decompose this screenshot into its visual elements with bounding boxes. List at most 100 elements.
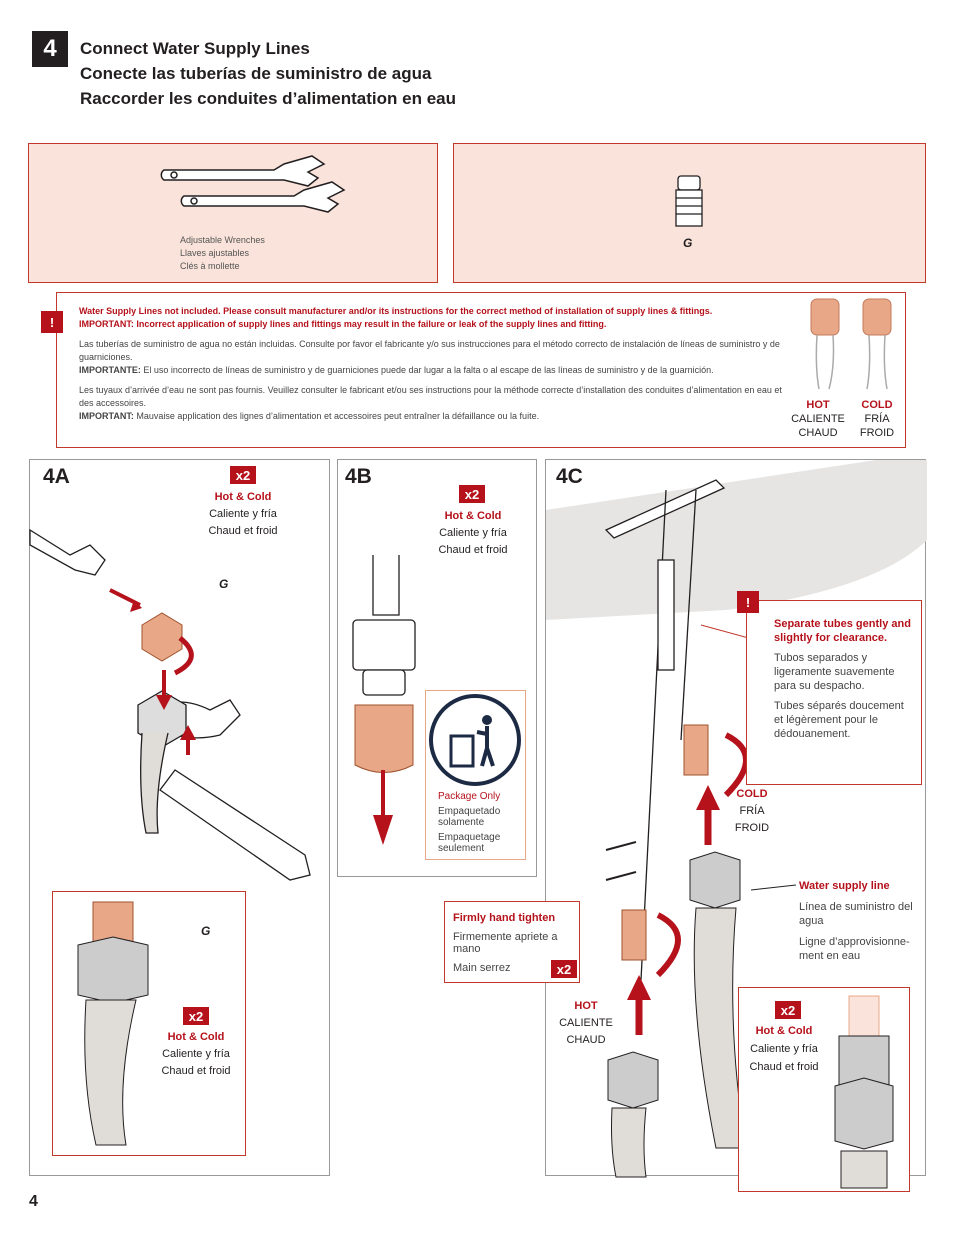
- separate-es: Tubos separados y ligeramente suavemente…: [774, 652, 895, 692]
- adapter-fitting-icon: [675, 175, 703, 227]
- step-4a-label: 4A: [43, 465, 70, 488]
- cold-fr: FROID: [734, 822, 770, 834]
- supply-es: Línea de suministro del agua: [799, 901, 913, 927]
- step-4b-illustration: [352, 555, 416, 845]
- cold-label: COLD FRÍA FROID: [722, 786, 782, 837]
- detail-qty-badge: x2: [183, 1007, 209, 1025]
- hot-fr: CHAUD: [798, 427, 838, 439]
- warning-panel: ! Water Supply Lines not included. Pleas…: [41, 292, 907, 448]
- detail-hot-cold-es: Caliente y fría: [162, 1048, 230, 1060]
- hot-es: CALIENTE: [559, 1017, 613, 1029]
- caution-icon: !: [737, 591, 759, 613]
- detail-hot-cold-fr: Chaud et froid: [161, 1065, 231, 1077]
- tools-panel: Adjustable Wrenches Llaves ajustables Cl…: [28, 143, 438, 283]
- separate-tubes-callout: ! Separate tubes gently and slightly for…: [737, 591, 922, 785]
- package-fr: Empaquetage seulement: [438, 832, 501, 854]
- title-en: Connect Water Supply Lines: [80, 39, 310, 58]
- supply-line-label: Water supply line Línea de suministro de…: [799, 879, 919, 963]
- g-label: G: [219, 577, 229, 591]
- hot-label: HOT CALIENTE CHAUD: [554, 998, 618, 1049]
- detail-hot-cold: Hot & Cold Caliente y fría Chaud et froi…: [151, 1029, 241, 1080]
- package-label: Package Only Empaquetado solamente Empaq…: [438, 791, 513, 854]
- supply-en: Water supply line: [799, 880, 890, 892]
- detail-hot-cold-en: Hot & Cold: [167, 1031, 225, 1043]
- hot-supply-line-icon: [810, 298, 840, 390]
- detail-hot-cold-es: Caliente y fría: [750, 1043, 818, 1055]
- part-g-label: G: [683, 236, 693, 250]
- cold-en: COLD: [861, 399, 893, 411]
- hot-cold-en: Hot & Cold: [214, 491, 272, 503]
- detail-hot-cold-fr: Chaud et froid: [749, 1061, 819, 1073]
- step-4c-box: 4C ! Separate tubes gently and slightly …: [545, 459, 927, 1192]
- hot-cold-label: Hot & Cold Caliente y fría Chaud et froi…: [423, 508, 523, 559]
- hot-cold-en: Hot & Cold: [444, 510, 502, 522]
- warning-es: Las tuberías de suministro de agua no es…: [79, 339, 780, 362]
- wrench-icon: [160, 155, 346, 213]
- step-4b-box: 4B x2 Hot & Cold Caliente y fría Chaud e…: [337, 459, 537, 877]
- warning-text: Water Supply Lines not included. Please …: [79, 305, 789, 423]
- warning-es-important-label: IMPORTANTE:: [79, 365, 141, 375]
- step-4a-box: 4A x2 Hot & Cold Caliente y fría Chaud e…: [29, 459, 330, 1176]
- separate-fr: Tubes séparés doucement et légèrement po…: [774, 700, 904, 740]
- hot-fr: CHAUD: [566, 1034, 606, 1046]
- cold-es: FRÍA: [864, 413, 890, 425]
- package-en: Package Only: [438, 791, 501, 802]
- tools-label-es: Llaves ajustables: [180, 248, 250, 258]
- fitting-detail-icon: [834, 995, 894, 1189]
- qty-badge: x2: [230, 466, 256, 484]
- tighten-en: Firmly hand tighten: [453, 912, 556, 924]
- tools-label-fr: Clés à mollette: [180, 261, 240, 271]
- warning-en-important: IMPORTANT: Incorrect application of supp…: [79, 319, 607, 329]
- hand-tighten-callout: Firmly hand tighten Firmemente apriete a…: [444, 901, 580, 983]
- parts-panel: G: [453, 143, 926, 283]
- trash-can-icon: [429, 694, 521, 786]
- hot-cold-es: Caliente y fría: [439, 527, 507, 539]
- detail-hot-cold-en: Hot & Cold: [755, 1025, 813, 1037]
- warning-en: Water Supply Lines not included. Please …: [79, 306, 713, 316]
- tighten-es: Firmemente apriete a mano: [453, 931, 558, 955]
- hot-cold-fr: Chaud et froid: [208, 525, 278, 537]
- supply-fr: Ligne d’approvisionne-ment en eau: [799, 936, 910, 962]
- hot-cold-label: Hot & Cold Caliente y fría Chaud et froi…: [193, 489, 293, 540]
- warning-icon: !: [41, 311, 63, 333]
- cold-fr: FROID: [859, 427, 895, 439]
- cold-en: COLD: [736, 788, 768, 800]
- supply-line-detail-icon: [77, 901, 149, 1146]
- cold-es: FRÍA: [739, 805, 765, 817]
- tighten-fr: Main serrez: [453, 962, 511, 974]
- package-only-box: Package Only Empaquetado solamente Empaq…: [425, 690, 526, 860]
- hot-en: HOT: [806, 399, 830, 411]
- step-4b-label: 4B: [345, 465, 372, 488]
- qty-badge: x2: [459, 485, 485, 503]
- detail-hot-cold: Hot & Cold Caliente y fría Chaud et froi…: [741, 1022, 827, 1076]
- step-number: 4: [32, 31, 68, 67]
- hot-en: HOT: [574, 1000, 598, 1012]
- tighten-text: Firmly hand tighten Firmemente apriete a…: [453, 912, 578, 974]
- detail-qty-badge: x2: [775, 1001, 801, 1019]
- step-4c-label: 4C: [556, 465, 583, 488]
- warning-fr: Les tuyaux d’arrivée d’eau ne sont pas f…: [79, 385, 782, 408]
- package-es: Empaquetado solamente: [438, 806, 501, 828]
- cold-supply-line-icon: [862, 298, 892, 390]
- title-es: Conecte las tuberías de suministro de ag…: [80, 64, 432, 83]
- sink-underside: [546, 460, 927, 620]
- hot-es: CALIENTE: [791, 413, 845, 425]
- tighten-qty-badge: x2: [551, 960, 577, 978]
- hot-label: HOT CALIENTE CHAUD: [785, 398, 851, 440]
- step-4c-illustration: [604, 479, 797, 1178]
- hot-cold-fr: Chaud et froid: [438, 544, 508, 556]
- hot-cold-es: Caliente y fría: [209, 508, 277, 520]
- separate-en: Separate tubes gently and slightly for c…: [774, 618, 911, 644]
- title-fr: Raccorder les conduites d’alimentation e…: [80, 89, 456, 108]
- tools-label-en: Adjustable Wrenches: [180, 235, 265, 245]
- step-4a-detail: G x2 Hot & Cold Caliente y fría Chaud et…: [52, 891, 246, 1156]
- cold-label: COLD FRÍA FROID: [847, 398, 907, 440]
- separate-text: Separate tubes gently and slightly for c…: [774, 617, 914, 741]
- detail-g-label: G: [201, 924, 211, 938]
- warning-es-important: El uso incorrecto de líneas de suministr…: [140, 365, 714, 375]
- step-4a-illustration: [29, 528, 311, 881]
- warning-fr-important-label: IMPORTANT:: [79, 411, 134, 421]
- page-number: 4: [29, 1193, 38, 1210]
- warning-fr-important: Mauvaise application des lignes d’alimen…: [133, 411, 540, 421]
- step-4c-detail: x2 Hot & Cold Caliente y fría Chaud et f…: [738, 987, 910, 1192]
